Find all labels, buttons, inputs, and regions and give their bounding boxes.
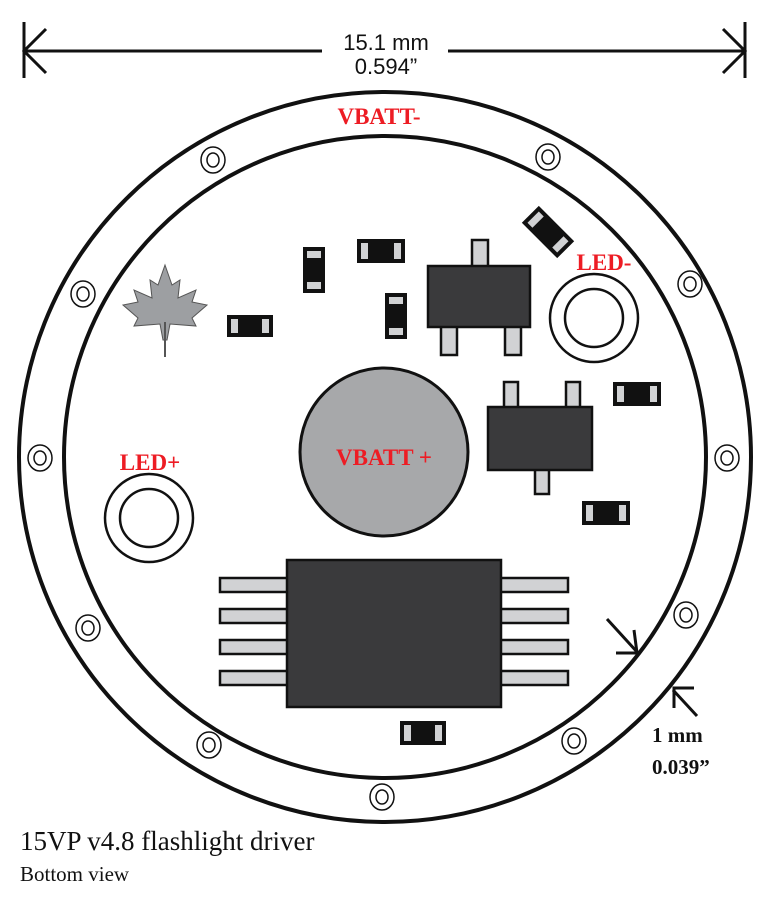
via: [196, 731, 222, 759]
width-dimension: [21, 22, 748, 78]
led-neg-pad: [548, 272, 640, 364]
board-outer-edge: [17, 90, 753, 824]
width-in: 0.594”: [355, 54, 417, 79]
via: [75, 614, 101, 642]
resistor: [613, 382, 661, 406]
ic-pin: [218, 638, 290, 656]
resistor: [303, 247, 325, 293]
vbatt-pos-pad: [298, 366, 470, 538]
via: [369, 783, 395, 811]
ic-pin: [498, 669, 570, 687]
ring-width-mm: 1 mm: [652, 723, 703, 747]
caption-subtitle: Bottom view: [20, 862, 130, 886]
ic-pin: [218, 607, 290, 625]
via: [27, 444, 53, 472]
ring-width-dimension: [605, 617, 699, 718]
maple-leaf-logo: [121, 263, 209, 357]
ic-pin: [498, 576, 570, 594]
resistor: [227, 315, 273, 337]
label-led-pos: LED+: [120, 450, 180, 475]
board-inner-ring: [62, 134, 708, 780]
ic-body: [285, 558, 503, 709]
label-led-neg: LED-: [577, 250, 632, 275]
via: [673, 601, 699, 629]
microcontroller-ic: [218, 558, 570, 709]
transistor-q2: [486, 380, 594, 496]
resistor: [582, 501, 630, 525]
ic-pin: [498, 607, 570, 625]
ic-pin: [498, 638, 570, 656]
resistor: [521, 205, 575, 259]
label-vbatt-neg: VBATT-: [337, 104, 420, 129]
via: [561, 727, 587, 755]
label-vbatt-pos: VBATT +: [336, 445, 432, 470]
via: [677, 270, 703, 298]
resistor: [357, 239, 405, 263]
led-pos-pad: [103, 472, 195, 564]
ring-width-in: 0.039”: [652, 755, 710, 779]
resistor: [385, 293, 407, 339]
resistor: [400, 721, 446, 745]
via: [70, 280, 96, 308]
ic-pin: [218, 669, 290, 687]
width-mm: 15.1 mm: [343, 30, 429, 55]
caption-title: 15VP v4.8 flashlight driver: [20, 826, 315, 856]
via: [535, 143, 561, 171]
transistor-q1: [426, 238, 532, 357]
via: [200, 146, 226, 174]
ic-pin: [218, 576, 290, 594]
vias: [27, 143, 740, 811]
via: [714, 444, 740, 472]
